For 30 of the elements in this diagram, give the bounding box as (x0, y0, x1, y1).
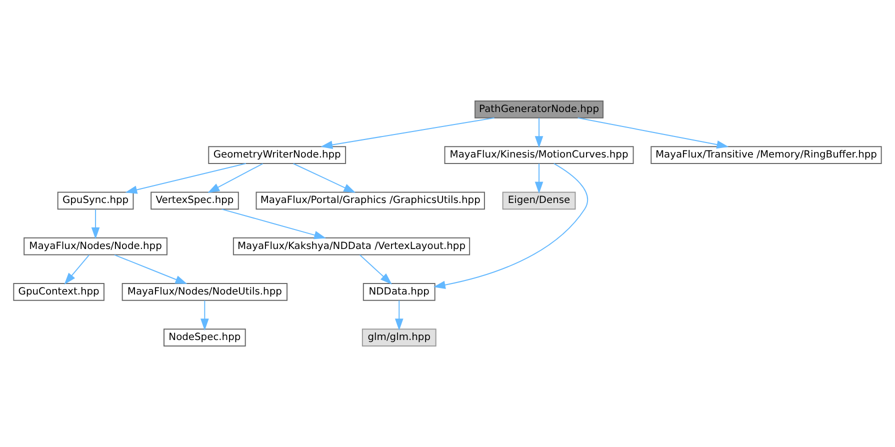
node-box: GeometryWriterNode.hpp (208, 146, 346, 164)
node-box: MayaFlux/Kinesis/MotionCurves.hpp (444, 146, 634, 164)
arrow (292, 163, 356, 193)
node-box: NDData.hpp (362, 283, 436, 301)
node-box: MayaFlux/Nodes/NodeUtils.hpp (122, 283, 288, 301)
arrow (433, 163, 588, 290)
arrow (221, 208, 326, 240)
arrow (208, 163, 264, 193)
arrow (320, 117, 495, 149)
arrow (534, 163, 544, 194)
node-box: glm/glm.hpp (362, 328, 436, 347)
arrow (359, 254, 392, 284)
node-box: MayaFlux/Transitive /Memory/RingBuffer.hpp (650, 146, 882, 164)
arrow (114, 254, 188, 284)
node-box: GpuSync.hpp (57, 192, 134, 210)
arrow (125, 163, 246, 194)
arrow (394, 300, 404, 331)
node-box: VertexSpec.hpp (150, 192, 239, 210)
node-box: GpuContext.hpp (13, 283, 104, 301)
arrow (534, 118, 544, 148)
node-box: MayaFlux/Nodes/Node.hpp (24, 237, 168, 256)
node-box: Eigen/Dense (502, 192, 576, 210)
arrow (91, 208, 100, 240)
node-box: MayaFlux/Portal/Graphics /GraphicsUtils.hpp (256, 192, 485, 210)
node-box: NodeSpec.hpp (164, 328, 246, 347)
arrow (64, 254, 90, 285)
node-box: PathGeneratorNode.hpp (474, 100, 604, 118)
node-box: MayaFlux/Kakshya/NDData /VertexLayout.hpp (232, 237, 470, 256)
arrow (200, 300, 209, 331)
arrow (577, 117, 729, 149)
